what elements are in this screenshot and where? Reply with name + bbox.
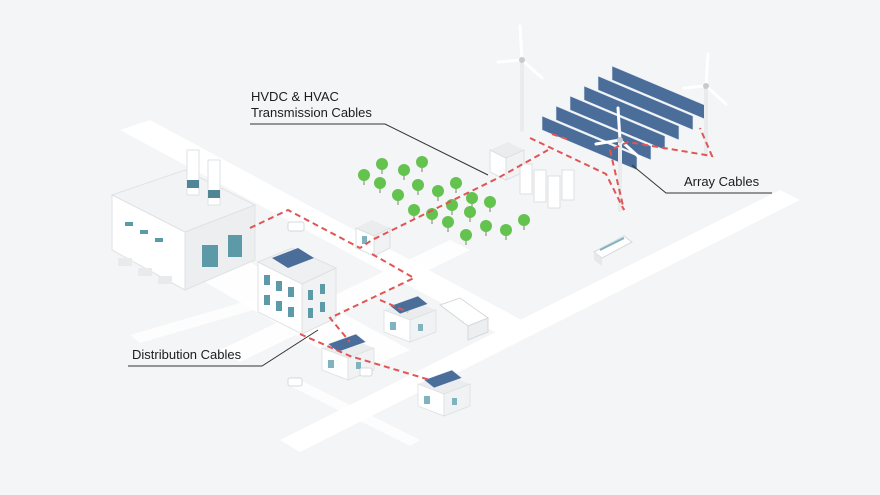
distribution-cables-label: Distribution Cables: [132, 347, 242, 362]
array-cables-label: Array Cables: [684, 174, 760, 189]
transmission-label-line2: Transmission Cables: [251, 105, 372, 120]
substation: [355, 220, 391, 257]
distribution-cable: [299, 333, 431, 381]
office-building: [256, 247, 338, 335]
wind-turbine: [594, 106, 642, 212]
transmission-cables-label: HVDC & HVAC Transmission Cables: [251, 89, 372, 121]
bus: [593, 235, 633, 266]
cable-routes: [249, 127, 714, 381]
factory: [110, 149, 257, 291]
transmission-leader: [250, 123, 489, 176]
array-leader: [631, 164, 772, 194]
distribution-leader: [128, 329, 319, 367]
converter-station: [489, 142, 575, 209]
label-leaders: [128, 123, 772, 367]
distribution-cable: [379, 299, 409, 313]
array-cable: [551, 133, 571, 141]
truck: [438, 297, 490, 341]
transmission-label-line1: HVDC & HVAC: [251, 89, 339, 104]
car: [287, 221, 373, 387]
transmission-cable: [249, 149, 549, 250]
wind-turbine: [496, 24, 544, 132]
array-cable: [529, 127, 714, 211]
distribution-cable: [328, 253, 417, 343]
house-with-solar-panel: [383, 295, 437, 343]
